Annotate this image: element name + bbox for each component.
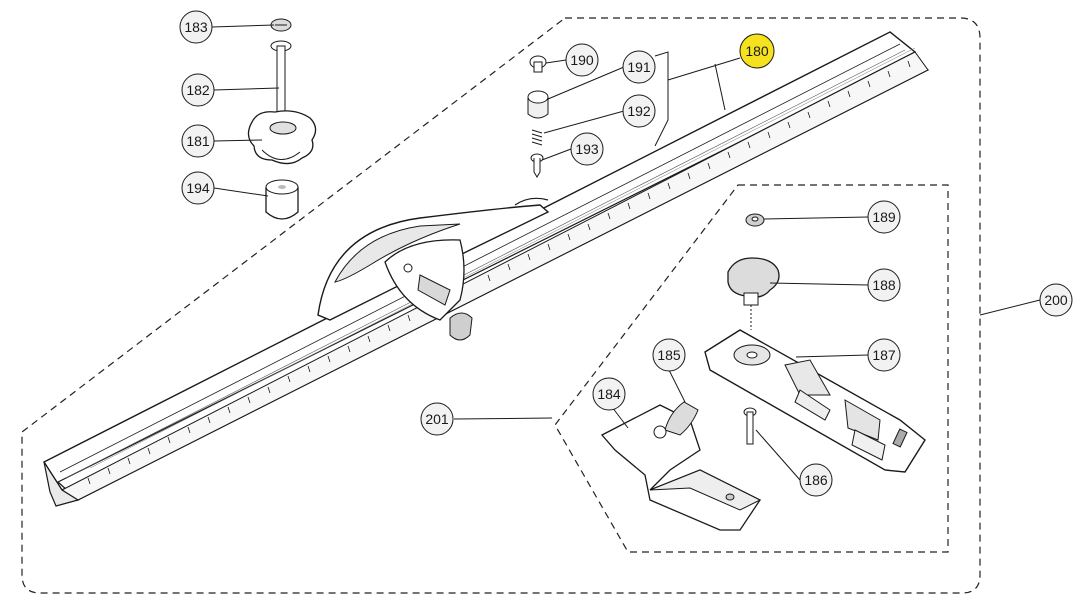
svg-text:192: 192	[627, 103, 651, 119]
part-label-185: 185	[652, 338, 686, 372]
svg-text:185: 185	[657, 347, 681, 363]
part-187-bar-body	[704, 329, 926, 473]
svg-text:181: 181	[186, 133, 210, 149]
part-190-pin-head	[529, 55, 547, 73]
part-189-nut	[745, 213, 765, 227]
svg-text:188: 188	[872, 277, 896, 293]
svg-text:186: 186	[804, 472, 828, 488]
part-181-star-knob	[247, 110, 317, 165]
part-label-189: 189	[867, 200, 901, 234]
part-185-cam-lever	[653, 401, 699, 439]
svg-text:180: 180	[745, 43, 769, 59]
part-label-180: 180	[739, 33, 775, 69]
part-192-spring	[531, 129, 543, 146]
part-label-191: 191	[622, 50, 656, 84]
part-label-200: 200	[1039, 283, 1073, 317]
part-label-187: 187	[867, 338, 901, 372]
part-label-188: 188	[867, 268, 901, 302]
part-188-knob	[727, 257, 780, 330]
svg-text:183: 183	[184, 19, 208, 35]
svg-text:191: 191	[627, 59, 651, 75]
part-label-193: 193	[570, 132, 604, 166]
leader-lines	[211, 24, 1041, 481]
svg-text:182: 182	[186, 82, 210, 98]
part-182-bolt	[270, 40, 292, 115]
part-label-194: 194	[181, 171, 215, 205]
svg-text:194: 194	[186, 180, 210, 196]
part-194-spacer	[265, 179, 299, 220]
part-label-182: 182	[181, 73, 215, 107]
part-184-clamp-plate	[600, 404, 762, 531]
part-label-186: 186	[799, 463, 833, 497]
svg-text:187: 187	[872, 347, 896, 363]
part-label-181: 181	[181, 124, 215, 158]
fence-ruler	[42, 31, 930, 507]
svg-text:201: 201	[425, 411, 449, 427]
svg-text:193: 193	[575, 141, 599, 157]
svg-text:184: 184	[597, 386, 621, 402]
part-193-plunger	[530, 153, 544, 178]
svg-text:190: 190	[570, 52, 594, 68]
part-label-184: 184	[592, 377, 626, 411]
svg-text:189: 189	[872, 209, 896, 225]
part-191-bushing	[527, 90, 549, 119]
part-label-192: 192	[622, 94, 656, 128]
part-label-190: 190	[565, 43, 599, 77]
protractor-head	[317, 197, 550, 341]
assembly-200-outline	[21, 17, 981, 594]
assembly-201-outline	[554, 184, 949, 553]
part-label-183: 183	[179, 10, 213, 44]
part-label-201: 201	[420, 402, 454, 436]
part-186-screw	[743, 407, 757, 445]
svg-text:200: 200	[1044, 292, 1068, 308]
